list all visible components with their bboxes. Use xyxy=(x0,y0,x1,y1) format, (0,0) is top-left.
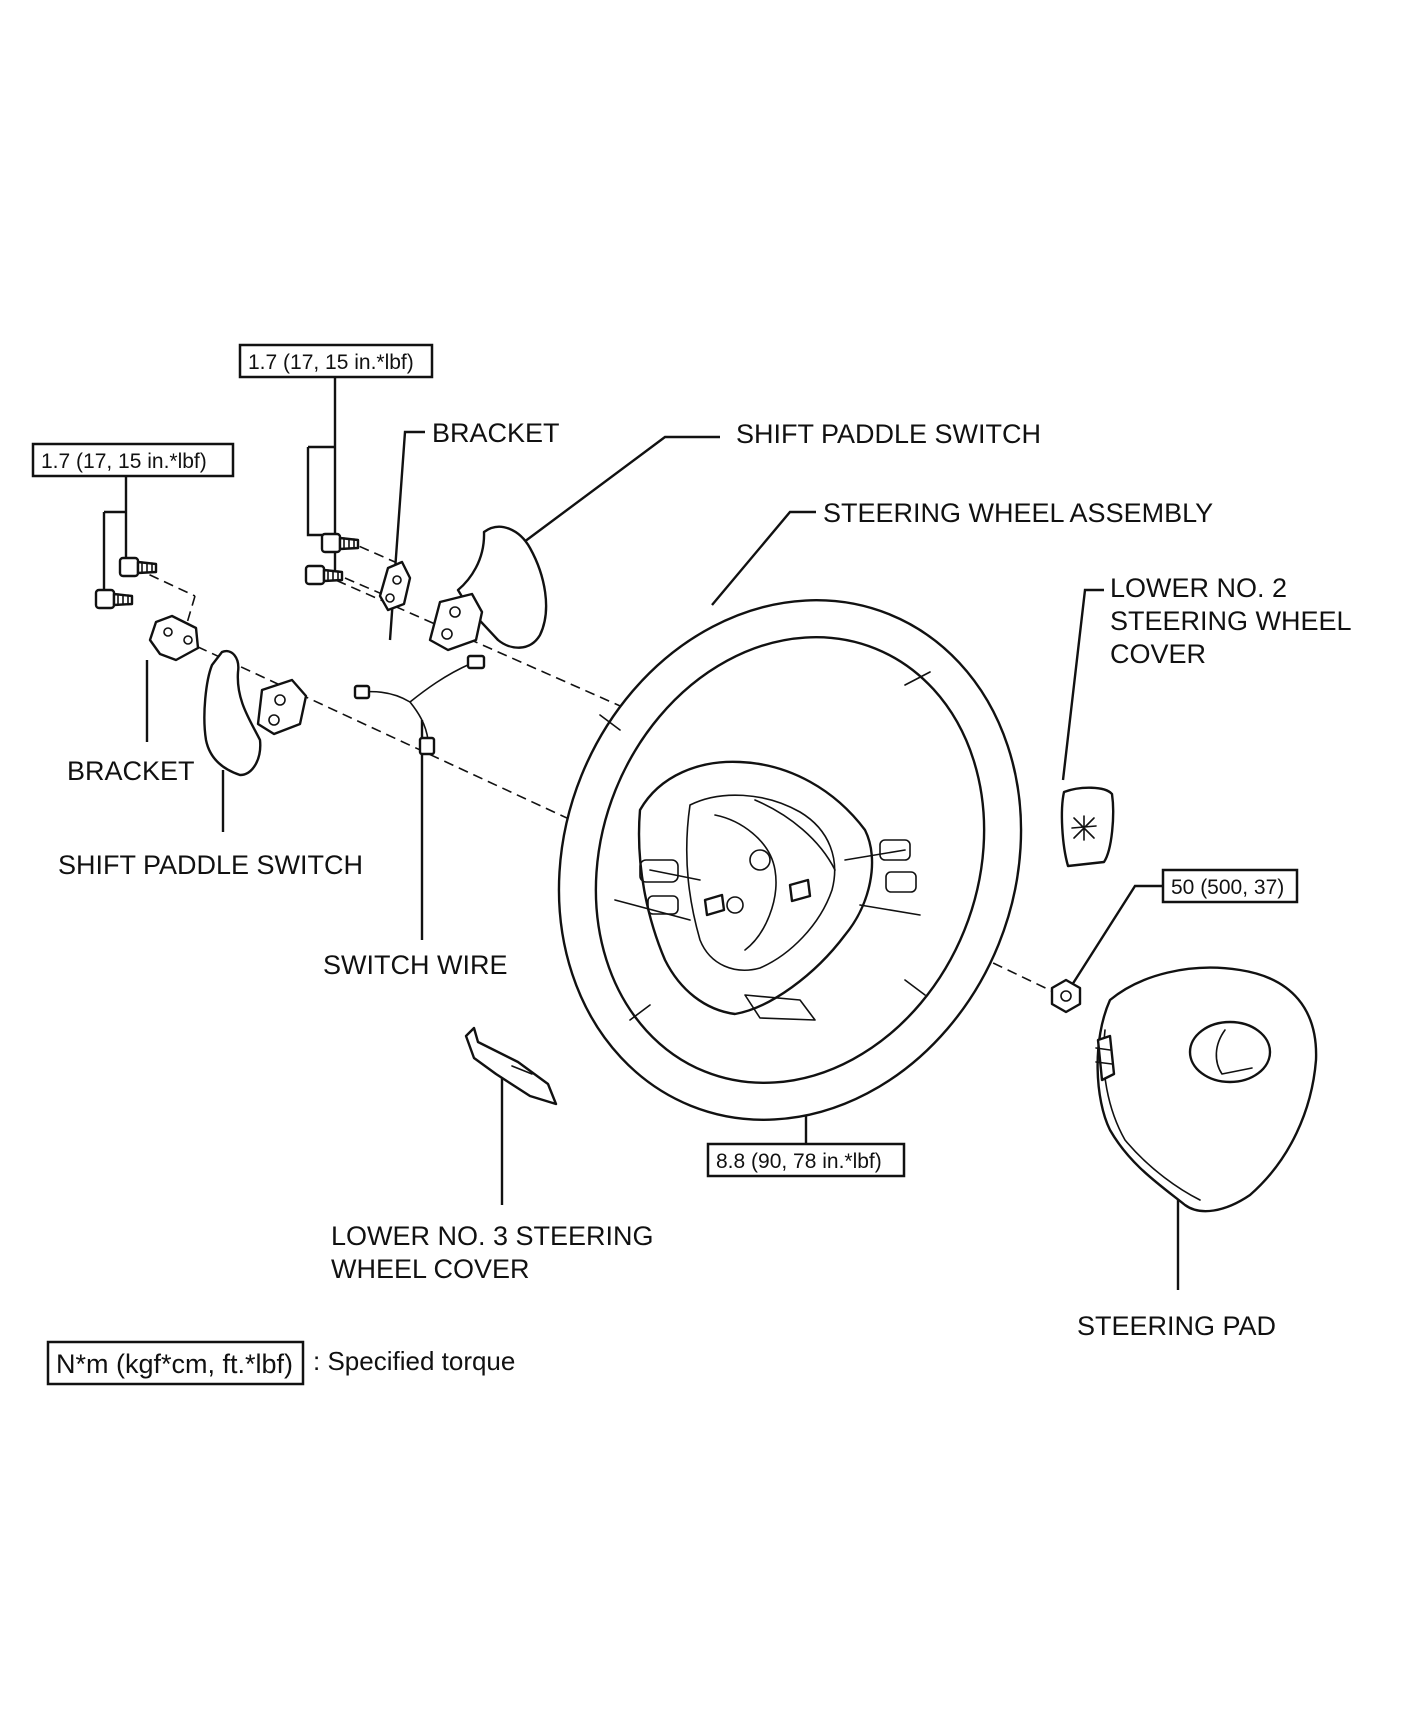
bolt-icon xyxy=(304,564,344,586)
legend-description: : Specified torque xyxy=(313,1346,515,1376)
steering-pad xyxy=(1095,966,1318,1213)
bolt-icon xyxy=(320,532,360,554)
label-bracket-left: BRACKET xyxy=(67,756,195,786)
bolt-icon xyxy=(94,588,134,610)
torque-wheel-bolts-text: 8.8 (90, 78 in.*lbf) xyxy=(716,1150,882,1173)
label-lower-no2-line3: COVER xyxy=(1110,639,1206,669)
lower-no2-steering-wheel-cover xyxy=(1060,786,1115,868)
shift-paddle-switch-left xyxy=(203,649,308,777)
steering-pad-nut xyxy=(1050,978,1082,1014)
label-steering-pad: STEERING PAD xyxy=(1077,1311,1276,1341)
label-lower-no2-line2: STEERING WHEEL xyxy=(1110,606,1352,636)
torque-callout-top-bolts: 1.7 (17, 15 in.*lbf) xyxy=(238,343,434,577)
label-lower-no3-line1: LOWER NO. 3 STEERING xyxy=(331,1221,654,1251)
torque-callout-nut: 50 (500, 37) xyxy=(1070,868,1299,986)
bracket-left xyxy=(148,614,200,662)
assembly-axis-upper xyxy=(321,573,811,791)
torque-legend: N*m (kgf*cm, ft.*lbf) : Specified torque xyxy=(46,1340,515,1386)
steering-wheel-assembly xyxy=(557,599,1023,1121)
torque-left-bolts-text: 1.7 (17, 15 in.*lbf) xyxy=(41,450,207,473)
lower-no3-steering-wheel-cover xyxy=(464,1026,558,1106)
torque-nut-text: 50 (500, 37) xyxy=(1171,876,1284,899)
label-shift-paddle-upper: SHIFT PADDLE SWITCH xyxy=(736,419,1041,449)
bolt-icon xyxy=(118,556,158,578)
shift-paddle-switch-upper xyxy=(428,525,548,652)
legend-unit-box-text: N*m (kgf*cm, ft.*lbf) xyxy=(56,1349,293,1379)
lexus-logo-icon xyxy=(1188,1020,1272,1084)
label-shift-paddle-left: SHIFT PADDLE SWITCH xyxy=(58,850,363,880)
torque-callout-left-bolts: 1.7 (17, 15 in.*lbf) xyxy=(31,442,235,593)
bracket-upper xyxy=(378,560,412,612)
label-lower-no2-line1: LOWER NO. 2 xyxy=(1110,573,1287,603)
torque-top-bolts-text: 1.7 (17, 15 in.*lbf) xyxy=(248,351,414,374)
label-lower-no3-line2: WHEEL COVER xyxy=(331,1254,530,1284)
label-bracket-upper: BRACKET xyxy=(432,418,560,448)
switch-wire xyxy=(353,654,486,756)
label-steering-wheel-assembly: STEERING WHEEL ASSEMBLY xyxy=(823,498,1213,528)
label-switch-wire: SWITCH WIRE xyxy=(323,950,507,980)
